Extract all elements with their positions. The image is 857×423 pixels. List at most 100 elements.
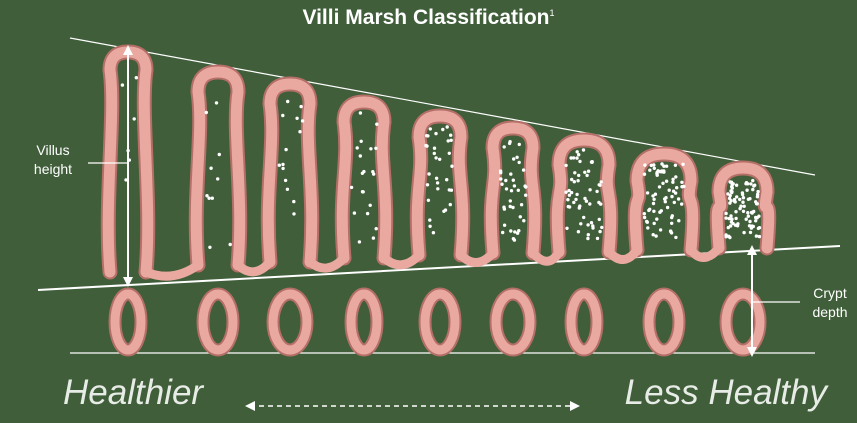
crypt-8 <box>649 294 679 350</box>
cell-dot <box>356 146 359 149</box>
cell-dot <box>749 231 752 234</box>
cell-dot <box>738 207 741 210</box>
cell-dot <box>742 210 745 213</box>
cell-dot <box>570 191 573 194</box>
cell-dot <box>748 224 751 227</box>
crypt-depth-label-line1: Crypt <box>800 284 857 303</box>
cell-dot <box>504 179 507 182</box>
cell-dot <box>591 226 594 229</box>
cell-dot <box>653 222 656 225</box>
cell-dot <box>450 165 453 168</box>
cell-dot <box>600 226 603 229</box>
cell-dot <box>442 210 445 213</box>
cell-dot <box>643 212 646 215</box>
cell-dot <box>524 185 527 188</box>
cell-dot <box>664 196 667 199</box>
cell-dot <box>135 76 138 79</box>
cell-dot <box>518 143 521 146</box>
cell-dot <box>745 189 748 192</box>
cell-dot <box>578 160 581 163</box>
cell-dot <box>746 211 749 214</box>
villus-2 <box>196 72 239 265</box>
villus-6 <box>491 128 534 253</box>
cell-dot <box>573 171 576 174</box>
cell-dot <box>512 157 515 160</box>
cell-dot <box>567 205 570 208</box>
cell-dot <box>643 163 646 166</box>
cell-dot <box>598 230 601 233</box>
villus-junction <box>461 253 493 263</box>
cell-dot <box>654 234 657 237</box>
cell-dot <box>670 216 673 219</box>
cell-dot <box>218 153 221 156</box>
cell-dot <box>650 164 653 167</box>
cell-dot <box>729 189 732 192</box>
cell-dot <box>730 183 733 186</box>
cell-dot <box>366 212 369 215</box>
cell-dot <box>568 194 571 197</box>
cell-dot <box>652 233 655 236</box>
cell-dot <box>729 194 732 197</box>
cell-dot <box>731 186 734 189</box>
cell-dot <box>598 183 601 186</box>
cell-dot <box>578 206 581 209</box>
cell-dot <box>748 220 751 223</box>
cell-dot <box>665 180 668 183</box>
villus-4 <box>342 102 385 258</box>
cell-dot <box>585 174 588 177</box>
cell-dot <box>677 197 680 200</box>
cell-dot <box>427 199 430 202</box>
cell-dot <box>724 216 727 219</box>
cell-dot <box>655 217 658 220</box>
cell-dot <box>576 179 579 182</box>
cell-dot <box>750 211 753 214</box>
cell-dot <box>670 222 673 225</box>
cell-dot <box>524 194 527 197</box>
cell-dot <box>575 156 578 159</box>
cell-dot <box>577 153 580 156</box>
cell-dot <box>447 139 450 142</box>
cell-dot <box>362 190 365 193</box>
cell-dot <box>428 225 431 228</box>
cell-dot <box>674 164 677 167</box>
cell-dot <box>587 170 590 173</box>
cell-dot <box>583 171 586 174</box>
cell-dot <box>518 161 521 164</box>
cell-dot <box>738 198 741 201</box>
cell-dot <box>742 196 745 199</box>
cell-dot <box>755 234 758 237</box>
cell-dot <box>747 215 750 218</box>
cell-dot <box>579 222 582 225</box>
cell-dot <box>508 140 511 143</box>
cell-dot <box>655 172 658 175</box>
cell-dot <box>509 205 512 208</box>
cell-dot <box>286 188 289 191</box>
cell-dot <box>728 197 731 200</box>
cell-dot <box>503 224 506 227</box>
cell-dot <box>519 215 522 218</box>
cell-dot <box>216 177 219 180</box>
cell-dot <box>745 218 748 221</box>
cell-dot <box>434 132 437 135</box>
cell-dot <box>505 187 508 190</box>
cell-dot <box>752 184 755 187</box>
cell-dot <box>284 148 287 151</box>
villus-8 <box>635 154 692 250</box>
cell-dot <box>756 202 759 205</box>
villus-5 <box>417 116 462 255</box>
cell-dot <box>588 188 591 191</box>
cell-dot <box>566 198 569 201</box>
cell-dot <box>652 202 655 205</box>
cell-dot <box>674 175 677 178</box>
cell-dot <box>427 172 430 175</box>
cell-dot <box>513 184 516 187</box>
cell-dot <box>512 237 515 240</box>
villus-height-label-line2: height <box>20 160 86 179</box>
villus-junction <box>609 250 637 260</box>
cell-dot <box>673 201 676 204</box>
cell-dot <box>509 229 512 232</box>
cell-dot <box>359 154 362 157</box>
cell-dot <box>583 197 586 200</box>
cell-dot <box>499 171 502 174</box>
